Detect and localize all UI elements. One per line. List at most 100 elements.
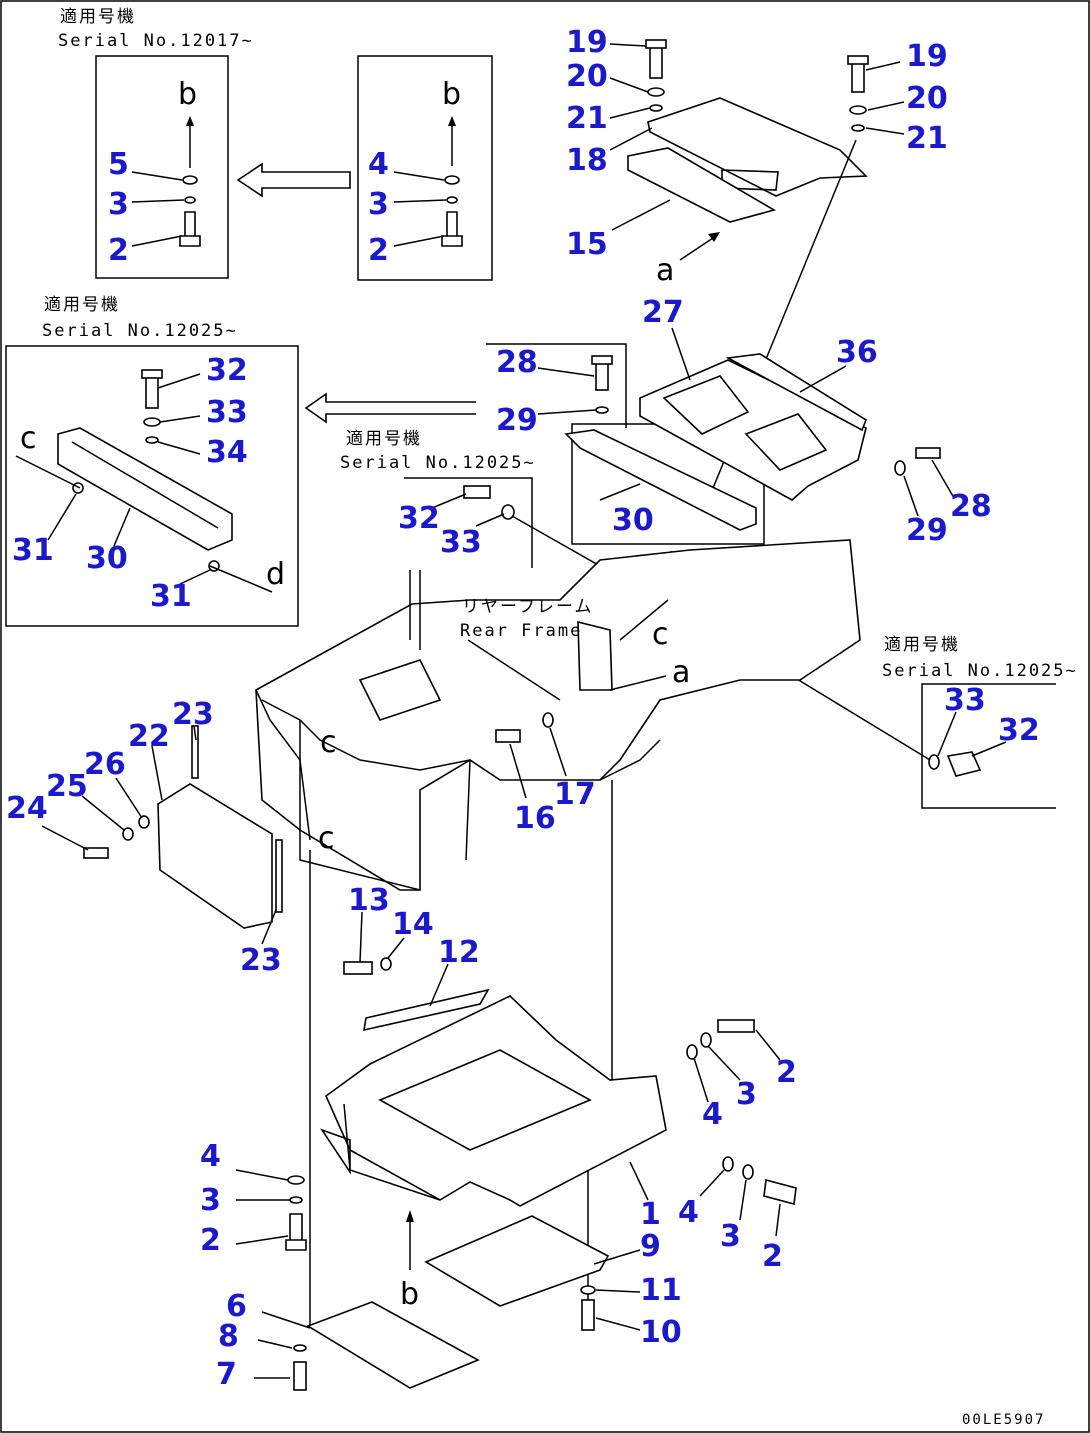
part-label-7[interactable]: 7 bbox=[216, 1357, 237, 1392]
part-label-19[interactable]: 19 bbox=[566, 25, 608, 60]
part-label-3[interactable]: 3 bbox=[108, 187, 129, 222]
view-arrow-head bbox=[406, 1210, 414, 1222]
washer-part-14 bbox=[380, 957, 392, 971]
part-label-4[interactable]: 4 bbox=[368, 147, 389, 182]
bracket-part-30 bbox=[564, 429, 757, 531]
part-label-10[interactable]: 10 bbox=[640, 1315, 682, 1350]
washer-part-26 bbox=[138, 815, 150, 829]
part-label-32-right[interactable]: 32 bbox=[998, 713, 1040, 748]
part-label-33[interactable]: 33 bbox=[206, 395, 248, 430]
part-label-8[interactable]: 8 bbox=[218, 1319, 239, 1354]
part-label-21-right[interactable]: 21 bbox=[906, 121, 948, 156]
washer-part-20-right bbox=[849, 105, 867, 115]
washer-part-20-left bbox=[647, 87, 665, 97]
leader-18 bbox=[609, 127, 653, 151]
part-label-3[interactable]: 3 bbox=[368, 187, 389, 222]
view-arrow-a bbox=[679, 235, 717, 261]
part-label-31[interactable]: 31 bbox=[12, 533, 54, 568]
part-label-27[interactable]: 27 bbox=[642, 295, 684, 330]
part-label-31b[interactable]: 31 bbox=[150, 579, 192, 614]
part-label-13[interactable]: 13 bbox=[348, 883, 390, 918]
part-label-30[interactable]: 30 bbox=[86, 541, 128, 576]
part-label-24[interactable]: 24 bbox=[6, 791, 48, 826]
part-label-3[interactable]: 3 bbox=[736, 1077, 757, 1112]
view-letter-c: c bbox=[320, 725, 337, 760]
part-label-2[interactable]: 2 bbox=[776, 1055, 797, 1090]
part-label-28[interactable]: 28 bbox=[496, 345, 538, 380]
part-label-2[interactable]: 2 bbox=[200, 1223, 221, 1258]
leader-9 bbox=[593, 1249, 641, 1265]
view-arrow-c bbox=[15, 455, 81, 489]
leader-12 bbox=[429, 963, 449, 1007]
part-label-4[interactable]: 4 bbox=[702, 1097, 723, 1132]
note-serial-top: Serial No.12017~ bbox=[58, 31, 254, 51]
leader-3 bbox=[393, 199, 447, 203]
part-label-20[interactable]: 20 bbox=[566, 59, 608, 94]
cover-panel-right bbox=[744, 413, 828, 471]
part-label-2[interactable]: 2 bbox=[368, 233, 389, 268]
note-applicable-right: 適用号機 bbox=[884, 635, 960, 655]
leader-3 bbox=[131, 199, 185, 203]
part-label-36[interactable]: 36 bbox=[836, 335, 878, 370]
part-label-3[interactable]: 3 bbox=[200, 1183, 221, 1218]
part-label-32-center[interactable]: 32 bbox=[398, 501, 440, 536]
part-label-20-right[interactable]: 20 bbox=[906, 81, 948, 116]
leader-17 bbox=[549, 727, 567, 777]
part-label-16[interactable]: 16 bbox=[514, 801, 556, 836]
leader-21 bbox=[609, 107, 651, 119]
bolt-part-10 bbox=[581, 1299, 595, 1331]
leader-2 bbox=[235, 1235, 289, 1245]
part-label-23-bottom[interactable]: 23 bbox=[240, 943, 282, 978]
leader-30 bbox=[113, 507, 131, 547]
cover-panel-left bbox=[662, 375, 750, 435]
part-label-33-right[interactable]: 33 bbox=[944, 683, 986, 718]
part-label-12[interactable]: 12 bbox=[438, 935, 480, 970]
part-label-14[interactable]: 14 bbox=[392, 907, 434, 942]
part-label-26[interactable]: 26 bbox=[84, 747, 126, 782]
part-label-19-right[interactable]: 19 bbox=[906, 39, 948, 74]
part-label-29[interactable]: 29 bbox=[496, 403, 538, 438]
bolt-part-32-center bbox=[463, 485, 491, 499]
part-label-34[interactable]: 34 bbox=[206, 435, 248, 470]
leader-2 bbox=[131, 235, 183, 247]
part-label-2[interactable]: 2 bbox=[108, 233, 129, 268]
part-label-9[interactable]: 9 bbox=[640, 1229, 661, 1264]
part-label-1[interactable]: 1 bbox=[640, 1197, 661, 1232]
part-label-21[interactable]: 21 bbox=[566, 101, 608, 136]
bolt-head-19-right bbox=[847, 55, 869, 65]
part-label-32[interactable]: 32 bbox=[206, 353, 248, 388]
part-label-33-center[interactable]: 33 bbox=[440, 525, 482, 560]
part-label-5[interactable]: 5 bbox=[108, 147, 129, 182]
part-label-11[interactable]: 11 bbox=[640, 1273, 682, 1308]
part-label-4[interactable]: 4 bbox=[200, 1139, 221, 1174]
part-label-4[interactable]: 4 bbox=[678, 1195, 699, 1230]
leader-14 bbox=[387, 937, 405, 959]
view-arrow-a bbox=[609, 675, 667, 691]
part-label-3[interactable]: 3 bbox=[720, 1219, 741, 1254]
part-label-17[interactable]: 17 bbox=[554, 777, 596, 812]
seal-part-23-top bbox=[191, 725, 199, 779]
leader-4 bbox=[693, 1057, 709, 1103]
part-label-23-top[interactable]: 23 bbox=[172, 697, 214, 732]
washer-part-4 bbox=[686, 1044, 698, 1060]
leader-34 bbox=[157, 441, 201, 455]
view-letter-a: a bbox=[672, 655, 690, 690]
cover-part-27 bbox=[639, 359, 867, 501]
part-label-18[interactable]: 18 bbox=[566, 143, 608, 178]
leader-1 bbox=[629, 1161, 649, 1201]
part-label-29-right[interactable]: 29 bbox=[906, 513, 948, 548]
part-label-15[interactable]: 15 bbox=[566, 227, 608, 262]
part-label-28-right[interactable]: 28 bbox=[950, 489, 992, 524]
part-label-25[interactable]: 25 bbox=[46, 769, 88, 804]
plate-part-12 bbox=[363, 988, 490, 1032]
seal-part-23-bottom bbox=[275, 839, 283, 913]
part-label-6[interactable]: 6 bbox=[226, 1289, 247, 1324]
part-label-2[interactable]: 2 bbox=[762, 1239, 783, 1274]
view-letter-a: a bbox=[656, 253, 674, 288]
cover-part-9 bbox=[424, 1215, 610, 1307]
part-label-22[interactable]: 22 bbox=[128, 719, 170, 754]
view-arrow-d bbox=[209, 565, 273, 593]
replacement-arrow-mid bbox=[304, 392, 476, 424]
part-label-30[interactable]: 30 bbox=[612, 503, 654, 538]
leader-29-right bbox=[903, 475, 919, 517]
